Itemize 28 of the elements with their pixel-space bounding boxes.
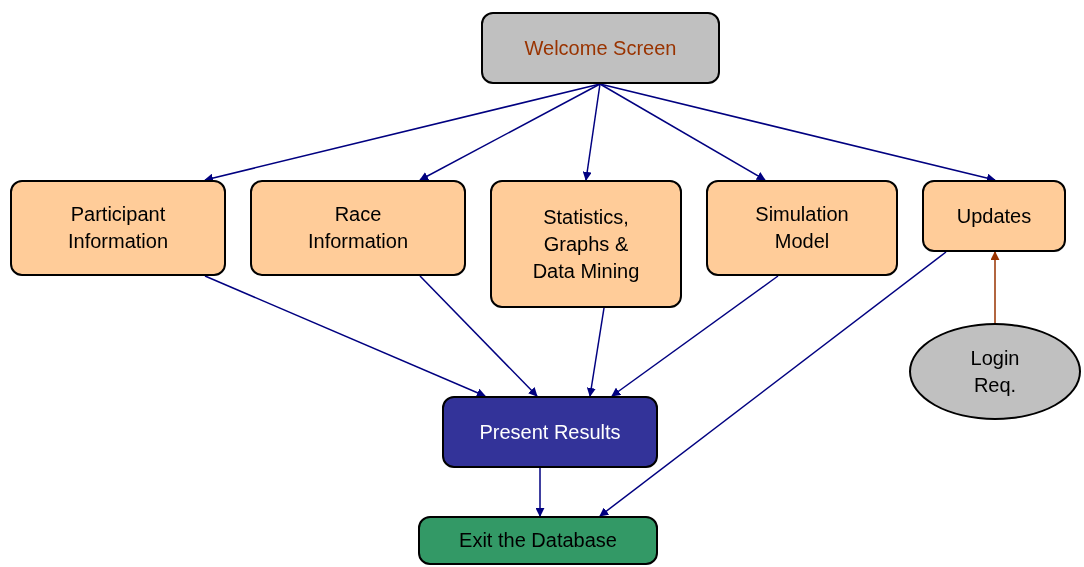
arrow: [599, 83, 996, 183]
start-box: [481, 12, 720, 84]
process-box: [442, 396, 658, 468]
arrow: [204, 275, 486, 397]
process-box: [490, 180, 682, 308]
arrow: [419, 275, 538, 397]
node-label: Exit the Database: [458, 528, 618, 553]
node-label: Present Results: [478, 419, 622, 445]
process-box: [250, 180, 466, 276]
arrow: [611, 275, 779, 397]
process-box: [10, 180, 226, 276]
node-label: Login Req.: [969, 345, 1021, 398]
arrow: [535, 467, 545, 517]
node-label: Updates: [955, 203, 1033, 229]
arrow: [419, 83, 601, 181]
arrow: [599, 83, 766, 181]
arrow: [586, 307, 605, 397]
arrow: [582, 83, 601, 181]
node-label: Participant Information: [66, 202, 170, 254]
node-label: Statistics, Graphs & Data Mining: [531, 204, 641, 284]
node-label: Simulation Model: [754, 202, 850, 254]
node-label: Race Information: [306, 202, 410, 254]
arrow: [599, 251, 947, 517]
node-label: Welcome Screen: [523, 35, 678, 61]
process-box: [922, 180, 1066, 252]
process-box: [706, 180, 898, 276]
end-box: [418, 516, 658, 565]
arrow: [990, 251, 1000, 324]
